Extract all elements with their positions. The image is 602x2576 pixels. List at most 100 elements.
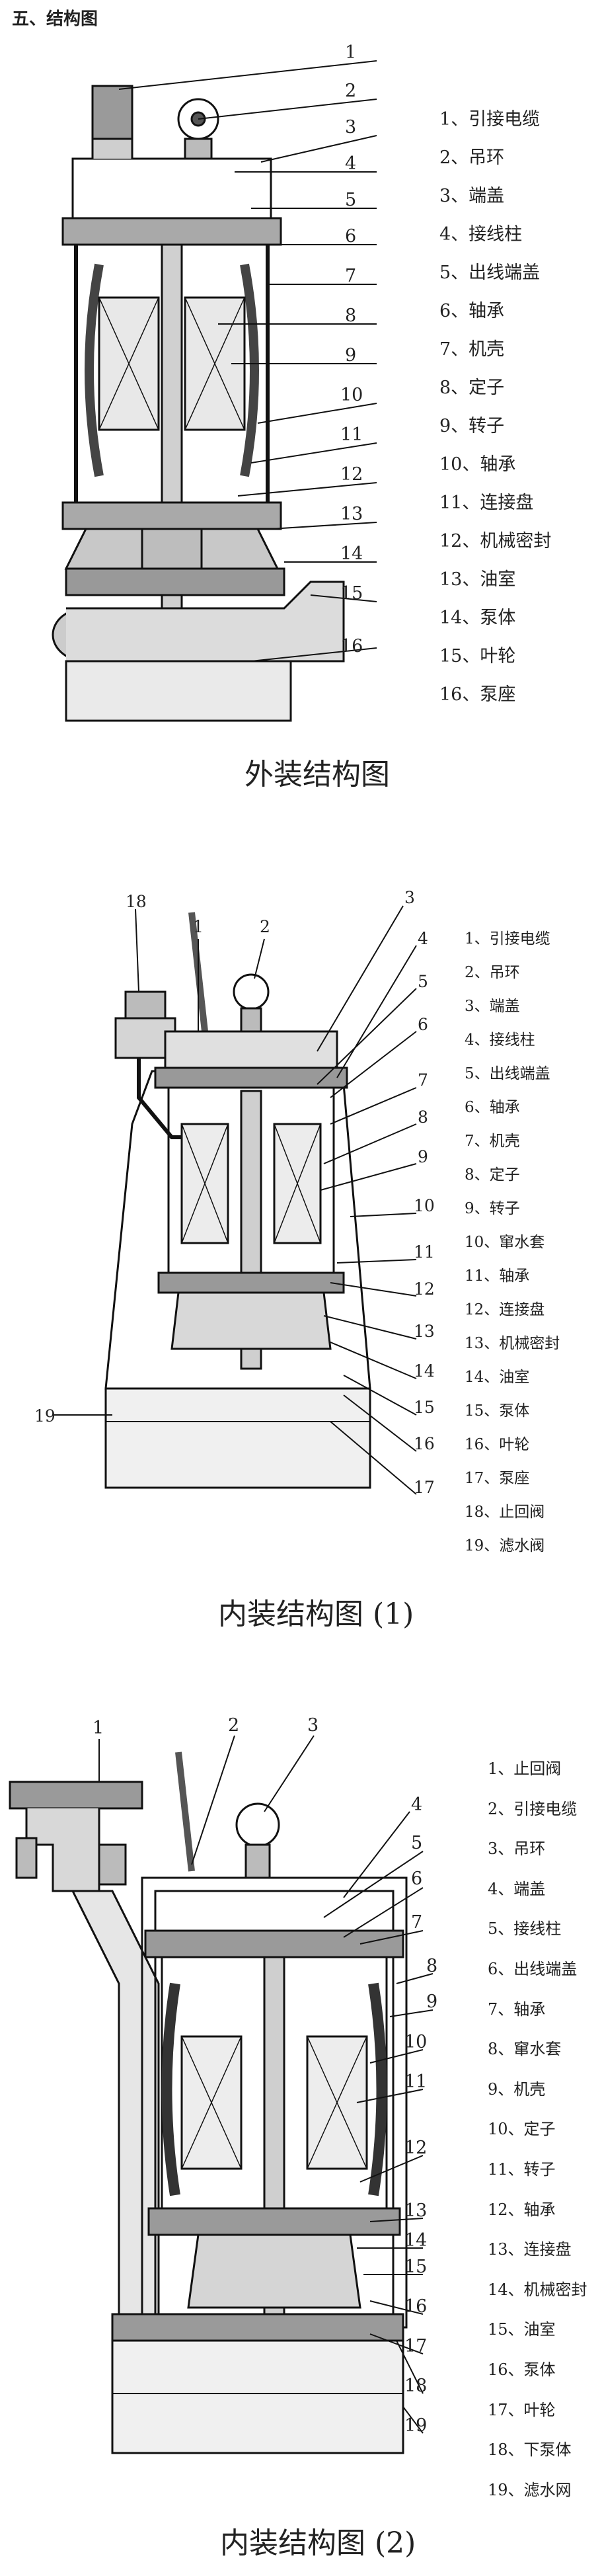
figure-1-callout: 5 — [345, 190, 356, 210]
legend-item: 11、转子 — [488, 2159, 556, 2179]
legend-item: 6、轴承 — [439, 301, 505, 321]
figure-3-callout: 13 — [404, 2200, 427, 2221]
figure-1-legend: 1、引接电缆 2、吊环 3、端盖 4、接线柱 5、出线端盖 6、轴承 7、机壳 … — [439, 101, 551, 714]
legend-item: 13、连接盘 — [488, 2240, 572, 2259]
figure-2-caption: 内装结构图 (1) — [218, 1597, 414, 1631]
figure-3-legend: 1、止回阀 2、引接电缆 3、吊环 4、端盖 5、接线柱 6、出线端盖 7、轴承… — [488, 1749, 587, 2510]
legend-item: 11、连接盘 — [439, 493, 534, 513]
legend-item: 6、轴承 — [465, 1099, 520, 1116]
figure-2-leaders — [53, 905, 417, 1495]
legend-item: 17、叶轮 — [488, 2400, 556, 2419]
legend-item: 3、吊环 — [488, 1839, 546, 1859]
legend-item: 8、定子 — [439, 378, 505, 398]
legend-item: 5、接线柱 — [488, 1919, 562, 1939]
legend-item: 15、泵体 — [465, 1402, 530, 1420]
figure-2-callout: 1 — [193, 917, 204, 936]
figure-3-callout: 6 — [411, 1869, 422, 1889]
legend-item: 8、定子 — [465, 1166, 520, 1184]
figure-2-legend: 1、引接电缆 2、吊环 3、端盖 4、接线柱 5、出线端盖 6、轴承 7、机壳 … — [465, 922, 560, 1563]
figure-3-callout: 19 — [404, 2415, 427, 2436]
figure-1-callout: 10 — [340, 385, 363, 405]
figure-3-callout: 10 — [404, 2032, 427, 2052]
legend-item: 4、接线柱 — [465, 1031, 535, 1049]
figure-1-callout: 1 — [345, 42, 356, 63]
legend-item: 13、油室 — [439, 569, 516, 590]
figure-2-callout: 10 — [414, 1196, 435, 1215]
figure-1-callout: 16 — [340, 636, 363, 657]
figure-2-callout: 12 — [414, 1279, 435, 1299]
figure-3-caption: 内装结构图 (2) — [220, 2526, 416, 2560]
figure-2-callout: 11 — [414, 1242, 435, 1262]
legend-item: 4、接线柱 — [439, 224, 523, 245]
figure-1-caption: 外装结构图 — [245, 758, 390, 791]
figure-1-leaders — [118, 60, 377, 662]
figure-2-drawing — [104, 912, 371, 1489]
legend-item: 2、引接电缆 — [488, 1799, 578, 1818]
legend-item: 12、轴承 — [488, 2200, 556, 2219]
figure-1-callout: 11 — [340, 424, 363, 445]
legend-item: 14、机械密封 — [488, 2280, 587, 2299]
legend-item: 6、出线端盖 — [488, 1959, 578, 1978]
legend-item: 4、端盖 — [488, 1879, 546, 1898]
legend-item: 9、机壳 — [488, 2079, 546, 2099]
legend-item: 9、转子 — [439, 416, 505, 436]
figure-2-callout: 2 — [260, 917, 270, 936]
legend-item: 8、窜水套 — [488, 2040, 562, 2059]
legend-item: 5、出线端盖 — [465, 1065, 550, 1082]
legend-item: 7、机壳 — [439, 339, 505, 360]
legend-item: 10、窜水套 — [465, 1234, 545, 1251]
legend-item: 11、轴承 — [465, 1268, 530, 1285]
legend-item: 7、机壳 — [465, 1133, 520, 1150]
section-heading: 五、结构图 — [12, 9, 98, 29]
legend-item: 2、吊环 — [465, 964, 520, 981]
legend-item: 13、机械密封 — [465, 1335, 560, 1352]
figure-2-callouts: 1 2 3 4 5 6 7 8 9 10 11 12 13 14 15 16 1… — [34, 888, 435, 1497]
figure-3-callout: 5 — [411, 1833, 422, 1853]
legend-item: 1、引接电缆 — [439, 109, 541, 130]
figure-1-callout: 4 — [345, 153, 356, 174]
figure-3-callout: 7 — [411, 1912, 422, 1933]
figure-3-callout: 2 — [228, 1715, 239, 1736]
figure-2-callout: 3 — [404, 888, 415, 907]
figure-3-callout: 14 — [404, 2230, 427, 2251]
figure-3-callout: 8 — [426, 1956, 437, 1976]
figure-3-callout: 3 — [307, 1715, 319, 1736]
figure-1-callout: 12 — [340, 464, 363, 485]
legend-item: 14、泵体 — [439, 608, 516, 628]
legend-item: 17、泵座 — [465, 1470, 530, 1487]
figure-3-callout: 16 — [404, 2296, 427, 2317]
legend-item: 16、叶轮 — [465, 1436, 530, 1453]
figure-2-callout: 16 — [414, 1434, 435, 1453]
legend-item: 1、止回阀 — [488, 1759, 562, 1778]
legend-item: 10、定子 — [488, 2120, 556, 2139]
legend-item: 15、油室 — [488, 2320, 556, 2339]
legend-item: 12、连接盘 — [465, 1301, 545, 1318]
legend-item: 19、滤水阀 — [465, 1537, 545, 1554]
figure-3-callout: 1 — [93, 1718, 104, 1738]
figure-2-callout: 15 — [414, 1398, 435, 1417]
figure-3-callouts: 1 2 3 4 5 6 7 8 9 10 11 12 13 14 15 16 1… — [93, 1715, 437, 2436]
figure-1-callout: 15 — [340, 583, 363, 604]
legend-item: 9、转子 — [465, 1200, 520, 1217]
legend-item: 18、止回阀 — [465, 1504, 545, 1521]
figure-1-callout: 7 — [345, 266, 356, 286]
legend-item: 16、泵座 — [439, 684, 516, 705]
figure-2-callout: 14 — [414, 1361, 435, 1381]
figure-3-drawing — [9, 1751, 408, 2454]
figure-2-callout: 18 — [126, 892, 147, 911]
figure-3-callout: 4 — [411, 1794, 422, 1815]
figure-1-callout: 6 — [345, 226, 356, 247]
legend-item: 10、轴承 — [439, 454, 516, 475]
legend-item: 18、下泵体 — [488, 2440, 572, 2460]
legend-item: 2、吊环 — [439, 147, 505, 168]
legend-item: 15、叶轮 — [439, 646, 516, 666]
figure-2-callout: 8 — [418, 1107, 428, 1127]
figure-1-callout: 2 — [345, 81, 356, 101]
figure-3-callout: 9 — [426, 1992, 437, 2012]
figure-1-callout: 9 — [345, 345, 356, 366]
legend-item: 12、机械密封 — [439, 531, 552, 551]
legend-item: 14、油室 — [465, 1369, 530, 1386]
legend-item: 16、泵体 — [488, 2360, 556, 2379]
figure-2-callout: 7 — [418, 1070, 428, 1090]
figure-1-callout: 3 — [345, 117, 356, 138]
